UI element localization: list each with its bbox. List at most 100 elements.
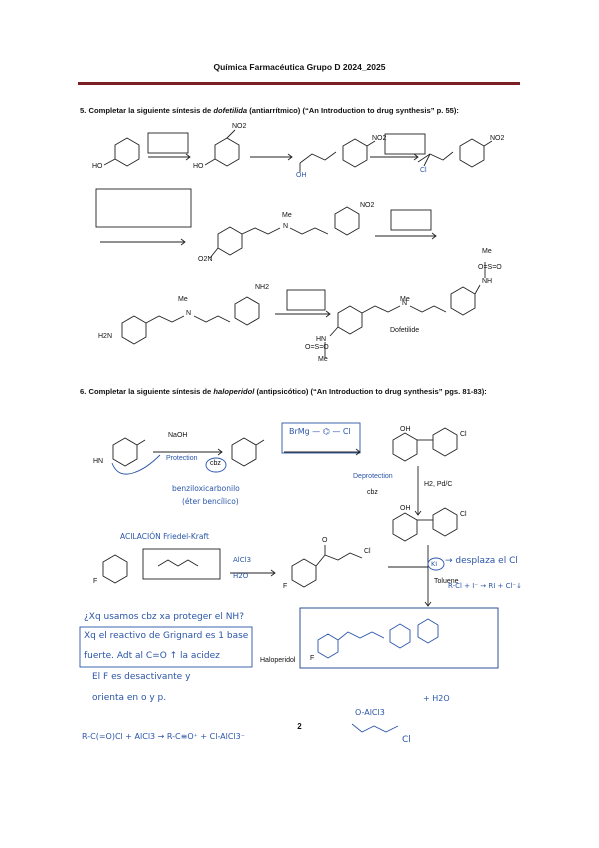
chain <box>193 315 231 323</box>
label-oh: OH <box>400 505 411 512</box>
benzene-ring <box>459 138 485 168</box>
arrowhead <box>414 510 422 516</box>
benzene-ring <box>121 315 147 345</box>
chain <box>351 723 399 733</box>
label-me: Me <box>318 356 328 363</box>
benzene-ring <box>234 296 260 326</box>
label-no2: NO2 <box>490 135 505 142</box>
piperidine-ring <box>389 623 411 649</box>
chain <box>157 559 199 567</box>
hw-alcl3: AlCl3 <box>233 556 252 564</box>
answer-box <box>384 133 426 155</box>
label-toluene: Toluene <box>434 578 459 585</box>
benzene-ring <box>417 618 439 644</box>
label-oh: OH <box>296 172 307 179</box>
question-6: 6. Completar la siguiente síntesis de ha… <box>80 386 530 397</box>
label-f: F <box>93 578 98 585</box>
arrowhead <box>185 153 191 161</box>
label-cbz: cbz <box>210 460 221 467</box>
question-number: 5. <box>80 106 87 115</box>
label-n: N <box>186 310 192 317</box>
answer-box <box>95 188 192 228</box>
label-hn: HN <box>316 336 327 343</box>
hw-cbz-name: benziloxicarbonilo <box>172 484 240 493</box>
label-h2n: H2N <box>98 333 113 340</box>
answer-box <box>286 289 326 311</box>
piperidine-ring <box>392 512 418 542</box>
label-cl: Cl <box>460 511 467 518</box>
bond <box>474 284 481 295</box>
hw-note-1: ¿Xq usamos cbz xa proteger el NH? <box>84 612 244 622</box>
chain <box>417 151 454 163</box>
bond <box>366 140 376 147</box>
hw-h2o: H2O <box>233 572 249 580</box>
label-no2: NO2 <box>372 135 387 142</box>
label-cbz: cbz <box>367 489 378 496</box>
question-text: (antiarrítmico) (“An Introduction to dru… <box>249 106 459 115</box>
arrowhead <box>287 153 293 161</box>
handwritten-box <box>281 422 361 454</box>
benzene-ring <box>317 633 339 659</box>
header-rule <box>78 82 520 85</box>
bond <box>329 326 339 337</box>
label-f: F <box>310 655 315 662</box>
hw-plus-h2o: + H2O <box>423 694 450 703</box>
chain <box>315 552 363 567</box>
label-cl: Cl <box>420 167 427 174</box>
label-hn: HN <box>93 458 104 465</box>
label-dofetilide: Dofetilide <box>390 327 420 334</box>
hw-acyl-cl: Cl <box>402 735 411 745</box>
bond <box>136 439 146 446</box>
hw-ki: KI <box>431 560 438 568</box>
hw-note-4: El F es desactivante y <box>92 672 191 682</box>
label-o2n: O2N <box>198 256 213 263</box>
arrowhead <box>270 569 276 577</box>
benzene-ring <box>432 507 458 537</box>
label-no2: NO2 <box>232 123 247 130</box>
hw-acilacion: ACILACIÓN Friedel-Kraft <box>120 532 209 541</box>
label-haloperidol: Haloperidol <box>260 657 296 664</box>
label-no2: NO2 <box>360 202 375 209</box>
reagent-box <box>142 548 221 580</box>
chain <box>289 227 329 235</box>
benzene-ring <box>450 286 476 316</box>
arrowhead <box>413 153 419 161</box>
label-naoh: NaOH <box>168 432 188 439</box>
label-sulfonyl: O=S=O <box>478 264 502 271</box>
label-h2-pdc: H2, Pd/C <box>424 481 453 488</box>
piperidine-ring <box>231 437 257 467</box>
chain <box>409 305 447 313</box>
handwritten-arrow <box>111 454 161 475</box>
bond <box>483 140 493 147</box>
bond <box>255 439 265 446</box>
arrowhead <box>180 238 186 246</box>
benzene-ring <box>102 554 128 584</box>
chain <box>241 227 281 235</box>
label-sulfonyl: O=S=O <box>305 344 329 351</box>
drug-name: dofetilida <box>213 106 248 115</box>
label-o: O <box>322 537 328 544</box>
hw-note-5: orienta en o y p. <box>92 693 167 703</box>
chain <box>361 305 401 314</box>
hw-cbz-name: (éter bencílico) <box>182 497 239 506</box>
page-header: Química Farmacéutica Grupo D 2024_2025 <box>213 62 386 72</box>
label-cl: Cl <box>460 431 467 438</box>
drug-name: haloperidol <box>213 387 255 396</box>
hw-finkelstein: R-Cl + I⁻ → RI + Cl⁻↓ <box>448 582 522 590</box>
bond <box>226 129 236 139</box>
arrowhead <box>431 232 437 240</box>
handwritten-circle <box>427 557 445 571</box>
bond <box>209 247 219 259</box>
label-me: Me <box>282 212 292 219</box>
handwritten-note-box <box>79 626 253 668</box>
label-nh: NH <box>482 278 493 285</box>
chain <box>337 631 385 641</box>
benzene-ring <box>334 206 360 236</box>
bond <box>423 153 431 167</box>
hw-note-2: Xq el reactivo de Grignard es 1 base <box>84 631 249 641</box>
question-text: Completar la siguiente síntesis de <box>88 106 212 115</box>
hw-note-3: fuerte. Adt al C=O ↑ la acidez <box>84 651 220 661</box>
arrowhead <box>325 310 331 318</box>
